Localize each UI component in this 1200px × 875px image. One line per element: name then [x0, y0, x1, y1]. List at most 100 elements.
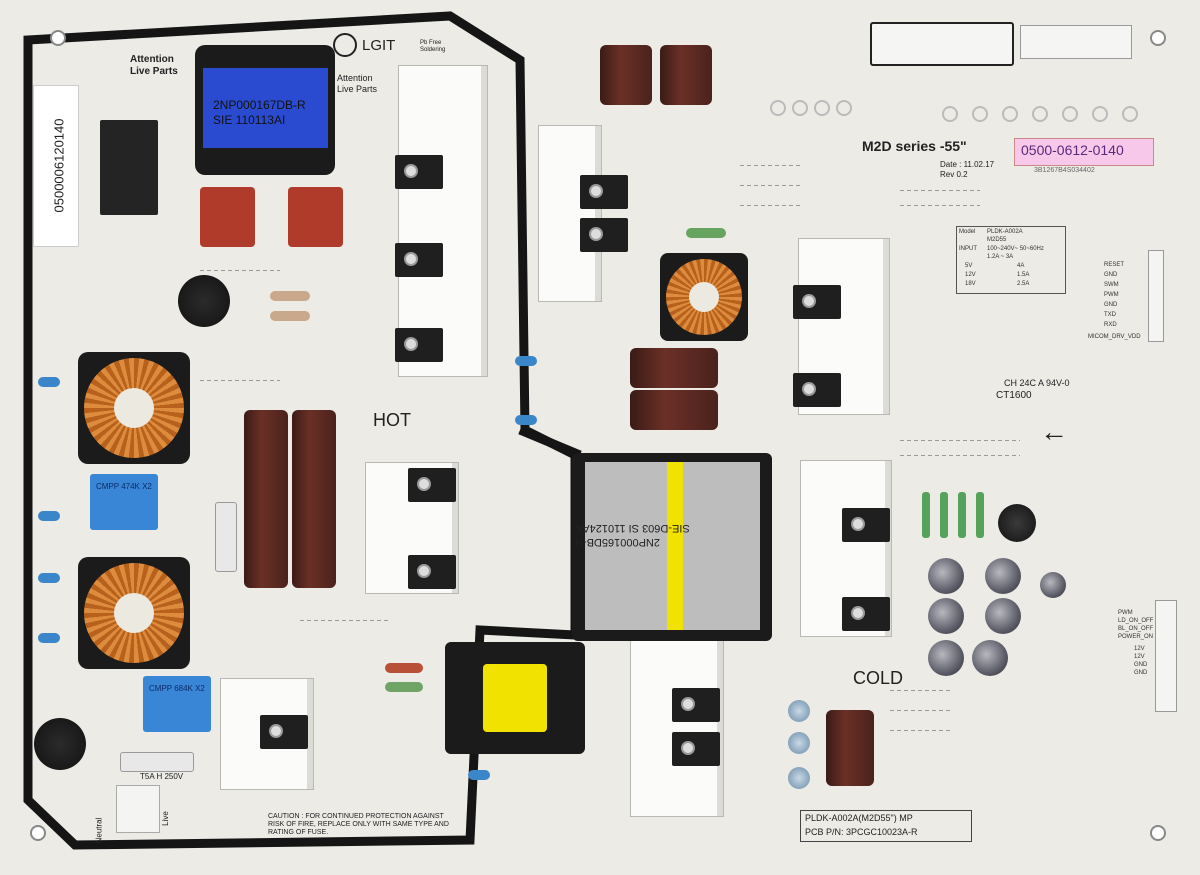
ceramic-capacitor [38, 511, 60, 521]
connector-top-right[interactable] [1020, 25, 1132, 59]
out-pin-label: LD_ON_OFF [1118, 618, 1154, 624]
jumper [900, 205, 980, 206]
lg-logo-icon [333, 33, 357, 57]
resistor [958, 492, 966, 538]
mount-hole [30, 825, 46, 841]
jumper [300, 620, 390, 621]
small-capacitor [788, 767, 810, 789]
spec-row-a: 2.5A [1017, 281, 1030, 287]
standby-core [483, 664, 547, 732]
date-label: Date : 11.02.17 [940, 160, 995, 169]
resistor [686, 228, 726, 238]
out-pin-label: 12V [1134, 654, 1145, 660]
toroid-choke [84, 358, 184, 458]
heatsink-6 [630, 640, 724, 817]
hot-label: HOT [373, 410, 411, 430]
mosfet [672, 732, 720, 766]
bridge-rectifier [100, 120, 158, 215]
electrolytic-capacitor [826, 710, 874, 786]
cmpp-label-2: CMPP 684K X2 [149, 684, 205, 693]
inductor [998, 504, 1036, 542]
electrolytic-capacitor [244, 410, 288, 588]
small-capacitor [928, 598, 964, 634]
jumper [740, 185, 800, 186]
ceramic-capacitor [38, 633, 60, 643]
small-capacitor [985, 558, 1021, 594]
signal-connector[interactable] [1148, 250, 1164, 342]
jumper [890, 730, 950, 731]
mosfet [408, 555, 456, 589]
mount-hole [1150, 30, 1166, 46]
fuse-rating-label: T5A H 250V [140, 772, 184, 781]
resistor [385, 663, 423, 673]
main-fuse [120, 752, 194, 772]
pin-label: SWM [1104, 282, 1119, 288]
mount-hole [50, 30, 66, 46]
serial-label: 3B1267B4S034402 [1034, 167, 1095, 174]
spec-submodel: M2D55 [987, 237, 1007, 243]
small-capacitor [928, 640, 964, 676]
ceramic-capacitor [515, 356, 537, 366]
live-label: Live [160, 811, 170, 826]
resistor [922, 492, 930, 538]
pin-label: TXD [1104, 312, 1116, 318]
mosfet [580, 175, 628, 209]
toroid-choke [84, 563, 184, 663]
connector-top-left[interactable] [870, 22, 1014, 66]
electrolytic-capacitor [660, 45, 712, 105]
film-capacitor: CMPP 474K X2 [90, 474, 158, 530]
output-connector[interactable] [1155, 600, 1177, 712]
thermistor [178, 275, 230, 327]
pin-label: PWM [1104, 292, 1119, 298]
yellow-tape [667, 462, 683, 630]
spec-model-value: PLDK-A002A [987, 229, 1023, 235]
side-sticker-text: 0500006120140 [51, 118, 67, 213]
heatsink-1 [398, 65, 488, 377]
mosfet [395, 243, 443, 277]
out-pin-label: GND [1134, 670, 1148, 676]
cold-label: COLD [853, 668, 904, 688]
jumper [900, 190, 980, 191]
small-capacitor [1040, 572, 1066, 598]
mosfet [395, 328, 443, 362]
resistor [940, 492, 948, 538]
part-sticker-text: 0500-0612-0140 [1021, 142, 1124, 158]
pin-label: RESET [1104, 262, 1125, 268]
pin-label: RXD [1104, 322, 1117, 328]
transformer-foil: 2NP000165DB-R SIE-D603 SI 110124AK [575, 462, 760, 630]
ceramic-capacitor [38, 377, 60, 387]
mount-hole [1150, 825, 1166, 841]
mosfet [793, 373, 841, 407]
spec-table: Model PLDK-A002A M2D55 INPUT 100~240V~ 5… [956, 226, 1066, 294]
small-capacitor [972, 640, 1008, 676]
jumper [200, 270, 280, 271]
mosfet [842, 597, 890, 631]
pin-label: GND [1104, 302, 1118, 308]
pin-label: GND [1104, 272, 1118, 278]
pcb-id-box: PLDK-A002A(M2D55") MP PCB P/N: 3PCGC1002… [800, 810, 972, 842]
spec-row-a: 4A [1017, 263, 1025, 269]
transformer-label-4: SIE-D603 SI 110124AK [575, 522, 690, 534]
pin-label: MICOM_DRV_VDD [1088, 334, 1141, 340]
spec-input-current: 1.2A ~ 3A [987, 254, 1014, 260]
jumper [740, 165, 800, 166]
neutral-label: Neutral [94, 817, 104, 844]
spec-row-v: 5V [965, 263, 973, 269]
out-pin-label: BL_ON_OFF [1118, 626, 1154, 632]
ul-code: CT1600 [996, 390, 1032, 401]
jumper [900, 440, 1020, 441]
electrolytic-capacitor [630, 390, 718, 430]
ceramic-capacitor [468, 770, 490, 780]
attention-label-2: Attention [337, 73, 373, 83]
film-capacitor: CMPP 684K X2 [143, 676, 211, 732]
resistor [976, 492, 984, 538]
pcb-line: PCB P/N: 3PCGC10023A-R [805, 827, 918, 837]
standby-transformer [445, 642, 585, 754]
mosfet [842, 508, 890, 542]
spec-model-label: Model [959, 229, 976, 235]
toroid-choke [666, 259, 742, 335]
spec-input-value: 100~240V~ 50~60Hz [987, 246, 1044, 252]
small-capacitor [788, 732, 810, 754]
inrush-limiter [34, 718, 86, 770]
